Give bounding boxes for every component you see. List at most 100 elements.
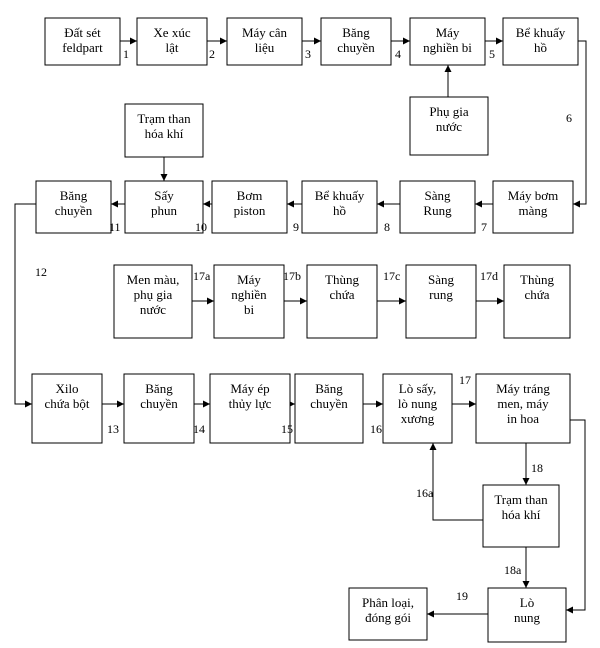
node-label: Trạm than bbox=[137, 111, 191, 126]
node-box bbox=[399, 180, 476, 234]
edge-label: 18a bbox=[504, 563, 522, 577]
node-label: Lò bbox=[520, 595, 534, 610]
node-label: chuyền bbox=[337, 40, 375, 55]
node-box bbox=[503, 264, 571, 339]
edge-label: 6 bbox=[566, 111, 572, 125]
node-label: lò nung bbox=[398, 396, 438, 411]
edge-label: 4 bbox=[395, 47, 401, 61]
edge-label: 12 bbox=[35, 265, 47, 279]
node-box bbox=[382, 373, 453, 444]
node-label: xương bbox=[401, 411, 435, 426]
edge-label: 16 bbox=[370, 422, 382, 436]
node-label: Sấy bbox=[154, 188, 174, 203]
node-label: Thùng bbox=[325, 272, 359, 287]
node-box bbox=[475, 373, 571, 444]
node-label: Bể khuấy bbox=[516, 25, 566, 40]
node-label: Lò sấy, bbox=[399, 381, 436, 396]
node-label: nung bbox=[514, 610, 541, 625]
node-label: Máy cân bbox=[242, 25, 288, 40]
node-label: in hoa bbox=[507, 411, 539, 426]
node-label: đóng gói bbox=[365, 610, 411, 625]
node-box bbox=[502, 17, 579, 66]
node-box bbox=[113, 264, 193, 339]
edge-label: 17b bbox=[283, 269, 301, 283]
node-label: Men màu, bbox=[127, 272, 180, 287]
node-box bbox=[487, 587, 567, 643]
node-box bbox=[136, 17, 208, 66]
node-label: nước bbox=[436, 119, 462, 134]
node-label: Băng bbox=[60, 188, 88, 203]
node-box bbox=[320, 17, 392, 66]
edge-label: 2 bbox=[209, 47, 215, 61]
node-box bbox=[348, 587, 428, 641]
edge-label: 8 bbox=[384, 220, 390, 234]
node-label: Bơm bbox=[237, 188, 263, 203]
edge-label: 18 bbox=[531, 461, 543, 475]
edge-label: 17c bbox=[383, 269, 400, 283]
edge-label: 17d bbox=[480, 269, 498, 283]
node-label: Bể khuấy bbox=[315, 188, 365, 203]
node-label: men, máy bbox=[497, 396, 549, 411]
node-box bbox=[409, 96, 489, 156]
node-label: liệu bbox=[255, 40, 275, 55]
node-box bbox=[124, 180, 204, 234]
node-label: chứa bột bbox=[45, 396, 90, 411]
node-label: Máy tráng bbox=[496, 381, 550, 396]
node-label: Thùng bbox=[520, 272, 554, 287]
node-label: chứa bbox=[329, 287, 354, 302]
node-label: Máy ép bbox=[230, 381, 269, 396]
edge-arrow bbox=[566, 419, 586, 614]
node-box bbox=[124, 103, 204, 158]
edge-label: 13 bbox=[107, 422, 119, 436]
node-label: Sàng bbox=[425, 188, 452, 203]
node-box bbox=[211, 180, 288, 234]
node-label: Xe xúc bbox=[153, 25, 190, 40]
edge-label: 7 bbox=[481, 220, 487, 234]
node-label: hồ bbox=[333, 203, 346, 218]
edge-label: 17a bbox=[193, 269, 211, 283]
node-label: hồ bbox=[534, 40, 547, 55]
edge-arrow bbox=[429, 443, 483, 521]
node-label: Phân loại, bbox=[362, 595, 414, 610]
node-label: phụ gia bbox=[134, 287, 173, 302]
node-label: Băng bbox=[342, 25, 370, 40]
edge-label: 3 bbox=[305, 47, 311, 61]
node-box bbox=[226, 17, 303, 66]
node-box bbox=[44, 17, 121, 66]
node-label: nghiền bbox=[231, 287, 267, 302]
edge-label: 19 bbox=[456, 589, 468, 603]
node-label: hóa khí bbox=[145, 126, 184, 141]
node-label: rung bbox=[429, 287, 453, 302]
node-label: bi bbox=[244, 302, 255, 317]
node-box bbox=[405, 264, 477, 339]
node-label: chuyền bbox=[140, 396, 178, 411]
edge-label: 11 bbox=[109, 220, 121, 234]
edge-label: 17 bbox=[459, 373, 471, 387]
node-label: feldpart bbox=[62, 40, 103, 55]
node-box bbox=[301, 180, 378, 234]
edge-arrow bbox=[14, 203, 36, 408]
node-label: piston bbox=[234, 203, 266, 218]
node-label: nước bbox=[140, 302, 166, 317]
node-label: Băng bbox=[315, 381, 343, 396]
node-label: chứa bbox=[524, 287, 549, 302]
node-box bbox=[35, 180, 112, 234]
